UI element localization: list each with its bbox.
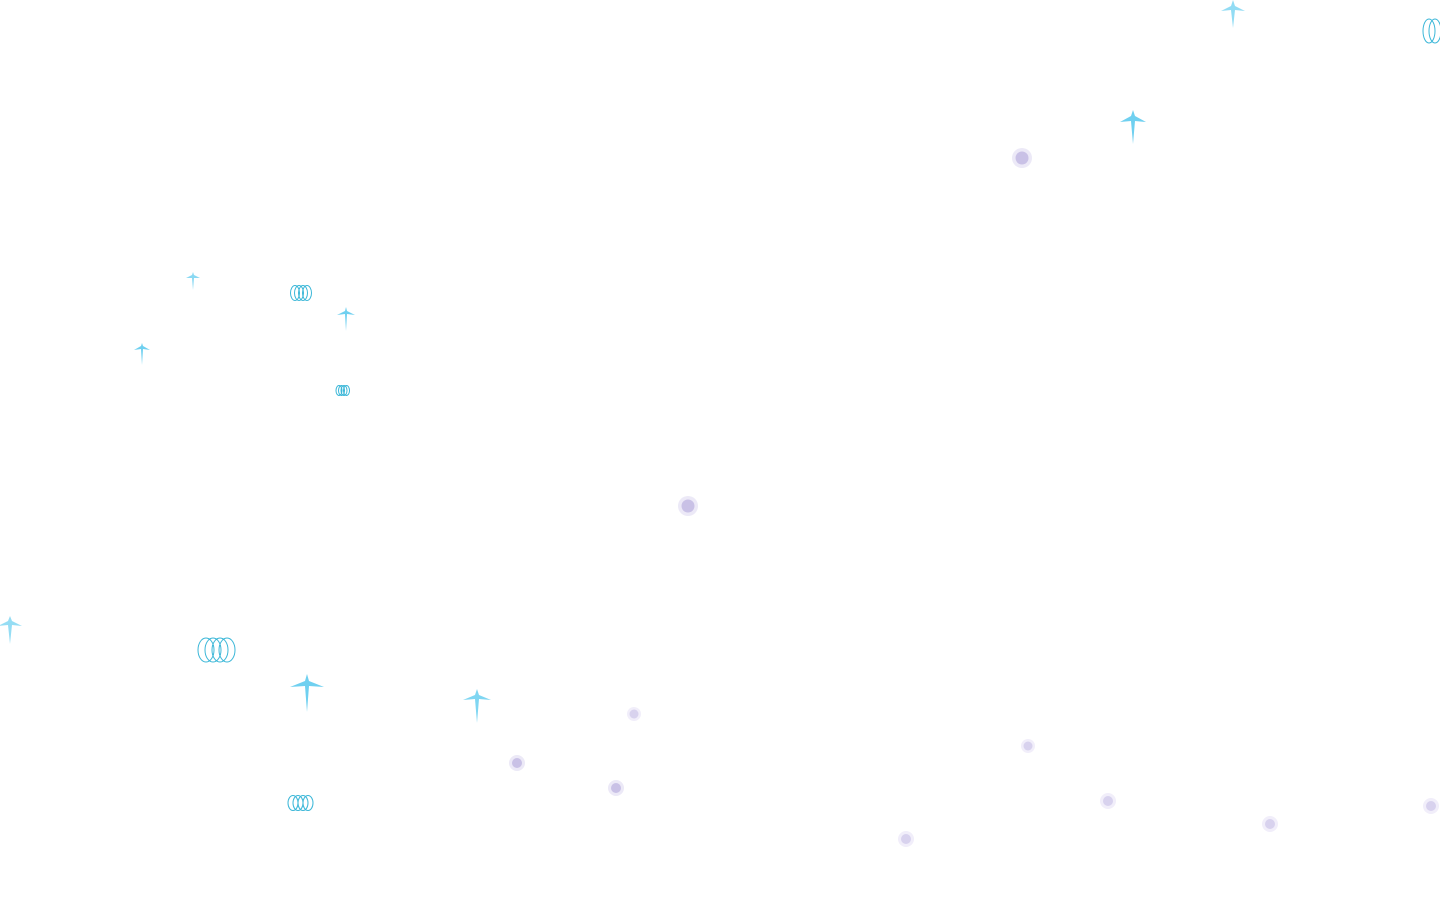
sparkle-icon [337, 307, 355, 331]
ring-coil-icon [197, 637, 236, 663]
dot-icon [608, 780, 624, 796]
sparkle-icon [0, 616, 22, 644]
sparkle-icon [134, 343, 150, 365]
dot-icon [898, 831, 914, 847]
ring-coil-icon [287, 795, 314, 811]
sparkle-icon [463, 689, 491, 723]
dot-icon [1012, 148, 1032, 168]
ring-coil-icon [335, 385, 350, 396]
sparkle-icon [186, 272, 200, 290]
dot-icon [1262, 816, 1278, 832]
sparkle-icon [1120, 110, 1146, 144]
dot-icon [678, 496, 698, 516]
dot-icon [1100, 793, 1116, 809]
ring-coil-icon [1422, 18, 1440, 44]
dot-icon [627, 707, 641, 721]
sparkle-icon [1221, 0, 1245, 28]
ring-coil-icon [290, 285, 312, 301]
sparkle-icon [290, 674, 324, 712]
dot-icon [509, 755, 525, 771]
dot-icon [1021, 739, 1035, 753]
dot-icon [1423, 798, 1439, 814]
